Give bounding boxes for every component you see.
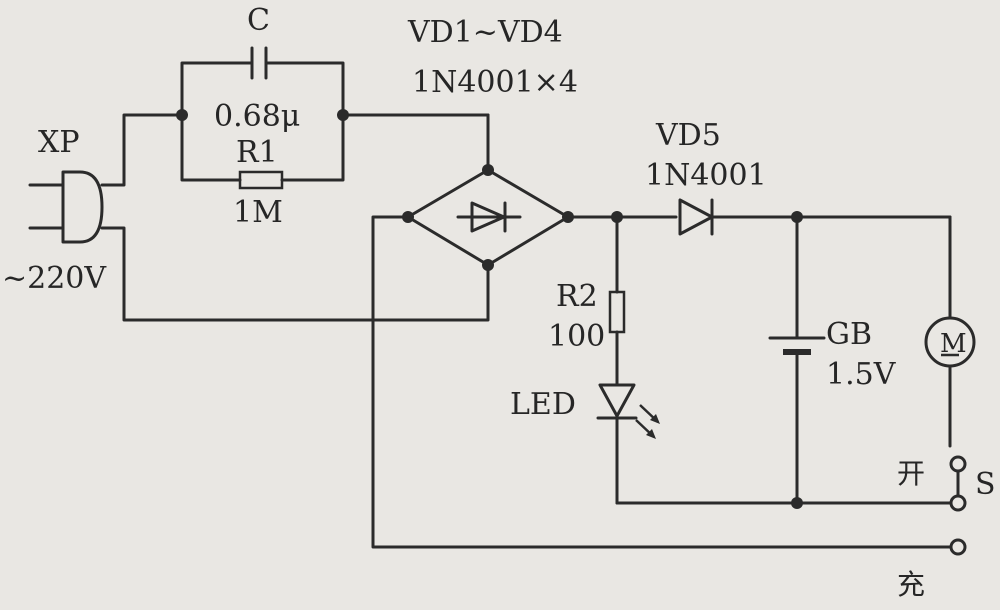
switch-s <box>949 455 967 512</box>
wire-negative-rail <box>371 215 954 549</box>
bridge-label: VD1~VD4 <box>407 15 563 50</box>
switch-label: S <box>975 467 996 502</box>
plug-xp <box>28 170 104 244</box>
wire-plug-bottom <box>100 226 490 322</box>
resistor-r2 <box>608 290 626 334</box>
r1-label: R1 <box>236 135 278 170</box>
led <box>596 383 660 439</box>
bridge-rectifier <box>402 164 574 271</box>
resistor-r1 <box>238 170 284 190</box>
charge-label: 充 <box>897 568 925 601</box>
led-label: LED <box>510 387 576 422</box>
diode-vd5 <box>678 198 714 236</box>
plug-label: XP <box>38 125 80 160</box>
vd5-value: 1N4001 <box>645 158 767 193</box>
charge-terminal <box>949 538 967 556</box>
motor-symbol: M <box>940 329 967 359</box>
battery-value: 1.5V <box>826 357 897 392</box>
wire-c-left <box>180 61 254 117</box>
wire-r1-left <box>180 113 242 182</box>
wire-r1-right <box>280 113 345 182</box>
r2-value: 100 <box>548 319 605 354</box>
switch-on-label: 开 <box>897 457 925 490</box>
vd5-label: VD5 <box>655 118 721 153</box>
r1-value: 1M <box>233 195 283 230</box>
wire-plug-top <box>100 113 184 187</box>
bridge-value: 1N4001×4 <box>412 65 578 100</box>
capacitor-c <box>250 46 268 80</box>
capacitor-label: C <box>247 3 270 38</box>
battery-label: GB <box>826 317 872 352</box>
battery-gb <box>768 336 826 355</box>
supply-voltage-label: ~220V <box>2 261 107 296</box>
capacitor-value: 0.68μ <box>214 99 300 134</box>
r2-label: R2 <box>556 279 598 314</box>
wire-c-right <box>264 61 345 117</box>
